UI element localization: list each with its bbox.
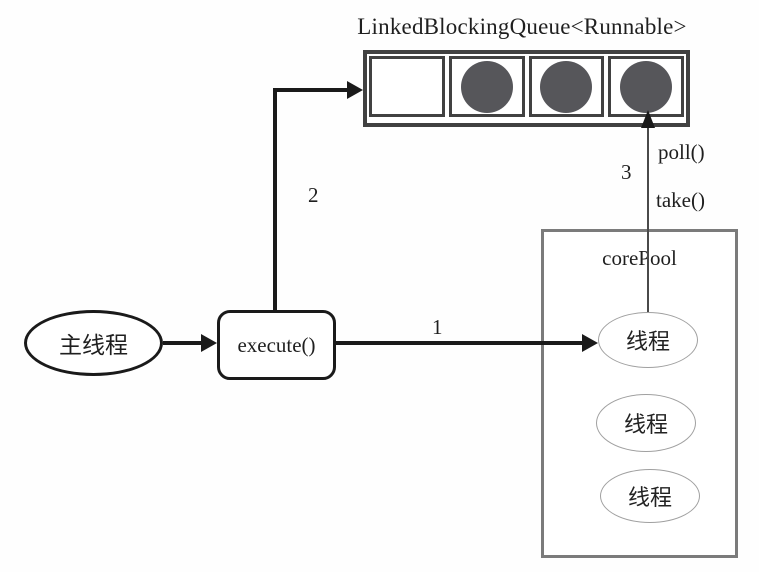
arrow-step2-head-icon <box>347 81 363 99</box>
main-thread-label: 主线程 <box>59 333 128 358</box>
arrow-step2-horizontal-line <box>273 88 349 92</box>
arrow-step1-head-icon <box>582 334 598 352</box>
execute-box: execute() <box>217 310 336 380</box>
linked-blocking-queue <box>363 50 690 127</box>
arrow-main-to-execute-line <box>163 341 203 345</box>
arrow-step3-head-icon <box>641 110 655 128</box>
queue-title: LinkedBlockingQueue<Runnable> <box>357 14 687 39</box>
task-circle <box>620 60 673 113</box>
execute-label: execute() <box>237 332 316 357</box>
queue-cell <box>369 56 445 117</box>
core-pool-label: corePool <box>602 246 677 270</box>
arrow-step3-line <box>647 120 649 312</box>
queue-cell <box>528 56 605 117</box>
core-thread-label: 线程 <box>625 329 670 354</box>
poll-label: poll() <box>658 140 705 164</box>
core-thread-label: 线程 <box>623 412 668 437</box>
queue-cell <box>448 56 525 117</box>
core-thread-ellipse: 线程 <box>600 469 700 523</box>
step1-label: 1 <box>432 315 443 339</box>
task-circle <box>540 60 593 113</box>
take-label: take() <box>656 188 705 212</box>
queue-cells <box>367 54 686 119</box>
step3-label: 3 <box>621 160 632 184</box>
core-thread-ellipse: 线程 <box>598 312 698 368</box>
task-circle <box>460 60 513 113</box>
queue-cell <box>608 56 684 117</box>
main-thread-ellipse: 主线程 <box>24 310 163 376</box>
step2-label: 2 <box>308 183 319 207</box>
arrow-main-to-execute-head-icon <box>201 334 217 352</box>
core-thread-ellipse: 线程 <box>596 394 696 452</box>
arrow-step1-line <box>336 341 584 345</box>
arrow-step2-vertical-line <box>273 88 277 312</box>
core-thread-label: 线程 <box>627 485 672 510</box>
